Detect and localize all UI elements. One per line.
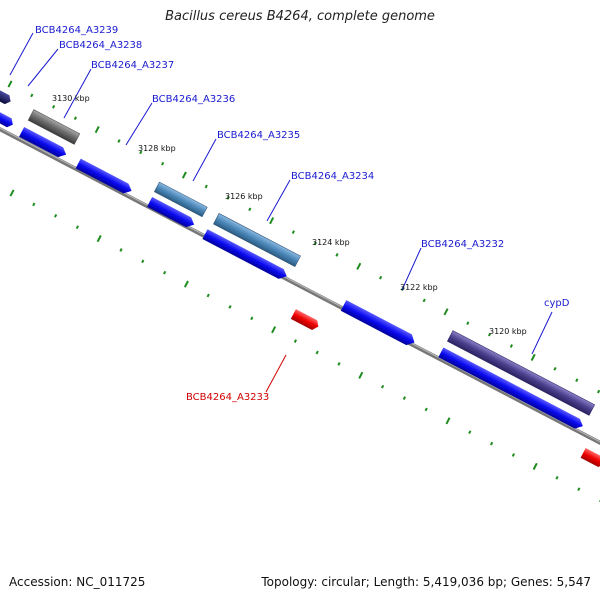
gene-label-A3234[interactable]: BCB4264_A3234 <box>291 171 374 182</box>
scale-tick-minor <box>228 305 232 309</box>
genome-backbone <box>0 126 600 446</box>
scale-tick-minor <box>468 430 472 435</box>
scale-tick-minor <box>490 441 494 446</box>
scale-tick-minor <box>488 332 492 337</box>
scale-ticks-inner <box>7 80 600 394</box>
scale-tick-major <box>7 80 13 88</box>
gene-blue-3[interactable] <box>438 347 585 432</box>
scale-tick-minor <box>117 139 121 143</box>
label-leaders <box>9 32 553 393</box>
gene-A3233-body[interactable] <box>290 309 321 332</box>
scale-tick-minor <box>335 253 339 257</box>
scale-tick-minor <box>402 396 406 400</box>
scale-label-3120: 3120 kbp <box>489 327 527 336</box>
scale-tick-major <box>532 462 538 470</box>
scale-tick-minor <box>577 487 581 492</box>
scale-tick-minor <box>337 362 341 366</box>
gene-A3238-body[interactable] <box>27 109 81 145</box>
scale-tick-minor <box>293 339 297 343</box>
gene-label-cypD[interactable]: cypD <box>544 298 570 309</box>
gene-red-right[interactable] <box>580 448 600 469</box>
gene-A3235-body[interactable] <box>213 213 301 267</box>
scale-tick-major <box>358 371 364 379</box>
scale-tick-minor <box>424 407 428 412</box>
gene-cypD-body[interactable] <box>446 330 596 416</box>
scale-tick-minor <box>119 248 123 252</box>
scale-label-3128: 3128 kbp <box>138 144 176 153</box>
scale-tick-minor <box>422 298 426 303</box>
scale-tick-minor <box>575 378 579 383</box>
gene-A3237-body[interactable] <box>75 158 134 197</box>
gene-A3234-body[interactable] <box>202 229 289 281</box>
scale-tick-minor <box>32 202 36 207</box>
scale-tick-minor <box>52 104 56 109</box>
scale-tick-minor <box>161 161 165 166</box>
scale-label-3130: 3130 kbp <box>52 94 90 103</box>
scale-tick-minor <box>553 366 557 371</box>
gene-label-A3233[interactable]: BCB4264_A3233 <box>186 392 269 403</box>
scale-tick-major <box>271 326 277 334</box>
gene-label-A3235[interactable]: BCB4264_A3235 <box>217 130 300 141</box>
gene-A3239-body[interactable] <box>0 86 13 106</box>
scale-tick-minor <box>163 270 167 275</box>
scale-tick-minor <box>248 207 252 212</box>
scale-tick-major <box>530 353 536 361</box>
scale-tick-minor <box>206 293 210 298</box>
scale-tick-minor <box>204 184 208 189</box>
scale-tick-major <box>9 189 15 197</box>
scale-label-3126: 3126 kbp <box>225 192 263 201</box>
scale-tick-major <box>183 280 189 288</box>
gene-blue-2[interactable] <box>147 196 196 230</box>
gene-small-blue-left[interactable] <box>0 110 15 129</box>
scale-tick-minor <box>75 225 79 230</box>
scale-tick-minor <box>139 150 143 155</box>
scale-tick-minor <box>511 453 515 457</box>
scale-tick-minor <box>141 259 145 264</box>
scale-tick-minor <box>555 475 559 480</box>
gene-features <box>0 86 600 469</box>
scale-tick-major <box>181 171 187 179</box>
scale-tick-major <box>94 126 100 134</box>
scale-tick-minor <box>509 344 513 348</box>
scale-tick-minor <box>466 321 470 326</box>
scale-tick-minor <box>291 230 295 234</box>
scale-tick-major <box>269 217 275 225</box>
scale-tick-minor <box>54 213 58 218</box>
genome-summary-text: Topology: circular; Length: 5,419,036 bp… <box>261 575 591 589</box>
scale-tick-minor <box>315 350 319 355</box>
gene-label-A3239[interactable]: BCB4264_A3239 <box>35 25 118 36</box>
gene-A3236-body[interactable] <box>153 181 208 218</box>
gene-blue-1[interactable] <box>19 126 68 160</box>
scale-tick-major <box>356 262 362 270</box>
scale-tick-minor <box>313 241 317 246</box>
scale-tick-minor <box>379 275 383 280</box>
scale-tick-major <box>445 417 451 425</box>
scale-ticks-outer <box>9 189 600 503</box>
gene-label-A3232[interactable]: BCB4264_A3232 <box>421 239 504 250</box>
scale-label-3124: 3124 kbp <box>312 238 350 247</box>
scale-tick-major <box>443 308 449 316</box>
scale-tick-minor <box>597 389 600 394</box>
scale-tick-minor <box>73 116 77 121</box>
gene-label-A3236[interactable]: BCB4264_A3236 <box>152 94 235 105</box>
gene-label-A3238[interactable]: BCB4264_A3238 <box>59 40 142 51</box>
gene-A3232-body[interactable] <box>340 300 417 348</box>
scale-label-3122: 3122 kbp <box>400 283 438 292</box>
scale-tick-minor <box>250 316 254 321</box>
map-title: Bacillus cereus B4264, complete genome <box>165 9 435 24</box>
accession-text: Accession: NC_011725 <box>9 575 146 589</box>
scale-tick-minor <box>226 196 230 200</box>
scale-tick-minor <box>30 93 34 98</box>
gene-label-A3237[interactable]: BCB4264_A3237 <box>91 60 174 71</box>
scale-tick-major <box>96 235 102 243</box>
scale-tick-minor <box>381 384 385 389</box>
